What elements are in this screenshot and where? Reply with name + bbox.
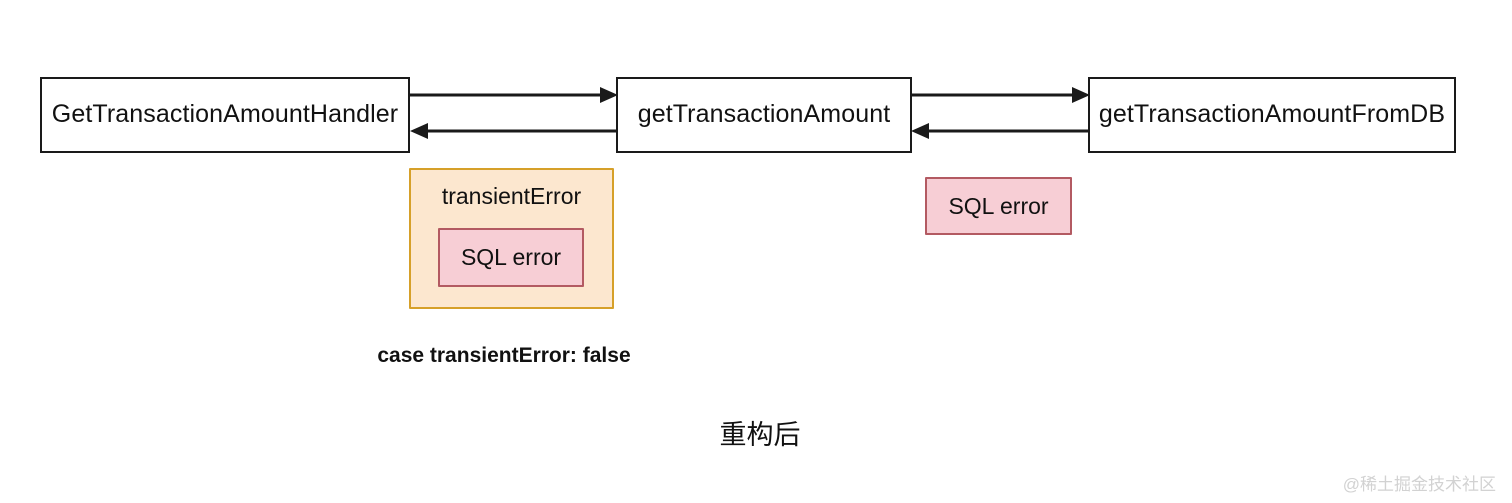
error-badge-label: SQL error <box>948 192 1049 219</box>
node-label: GetTransactionAmountHandler <box>51 100 399 129</box>
arrow-right-get-to-db-icon <box>911 84 1090 106</box>
group-transient-error-title: transientError <box>441 183 582 209</box>
caption-diagram-title: 重构后 <box>719 420 801 450</box>
error-badge-label: SQL error <box>460 244 562 270</box>
node-get-transaction-amount-from-db: getTransactionAmountFromDB <box>1088 77 1456 153</box>
arrow-left-db-to-get-icon <box>911 120 1090 142</box>
caption-case-transient-error: case transientError: false <box>377 344 631 367</box>
node-get-transaction-amount: getTransactionAmount <box>616 77 912 153</box>
node-label: getTransactionAmount <box>637 100 891 129</box>
node-label: getTransactionAmountFromDB <box>1098 100 1446 129</box>
error-badge-sql-error-inner: SQL error <box>438 228 584 287</box>
arrow-left-get-to-handler-icon <box>410 120 618 142</box>
node-get-transaction-amount-handler: GetTransactionAmountHandler <box>40 77 410 153</box>
arrow-right-handler-to-get-icon <box>410 84 618 106</box>
watermark: @稀土掘金技术社区 <box>1342 475 1496 494</box>
group-transient-error: transientError SQL error <box>409 168 614 309</box>
error-badge-sql-error-right: SQL error <box>925 177 1072 235</box>
